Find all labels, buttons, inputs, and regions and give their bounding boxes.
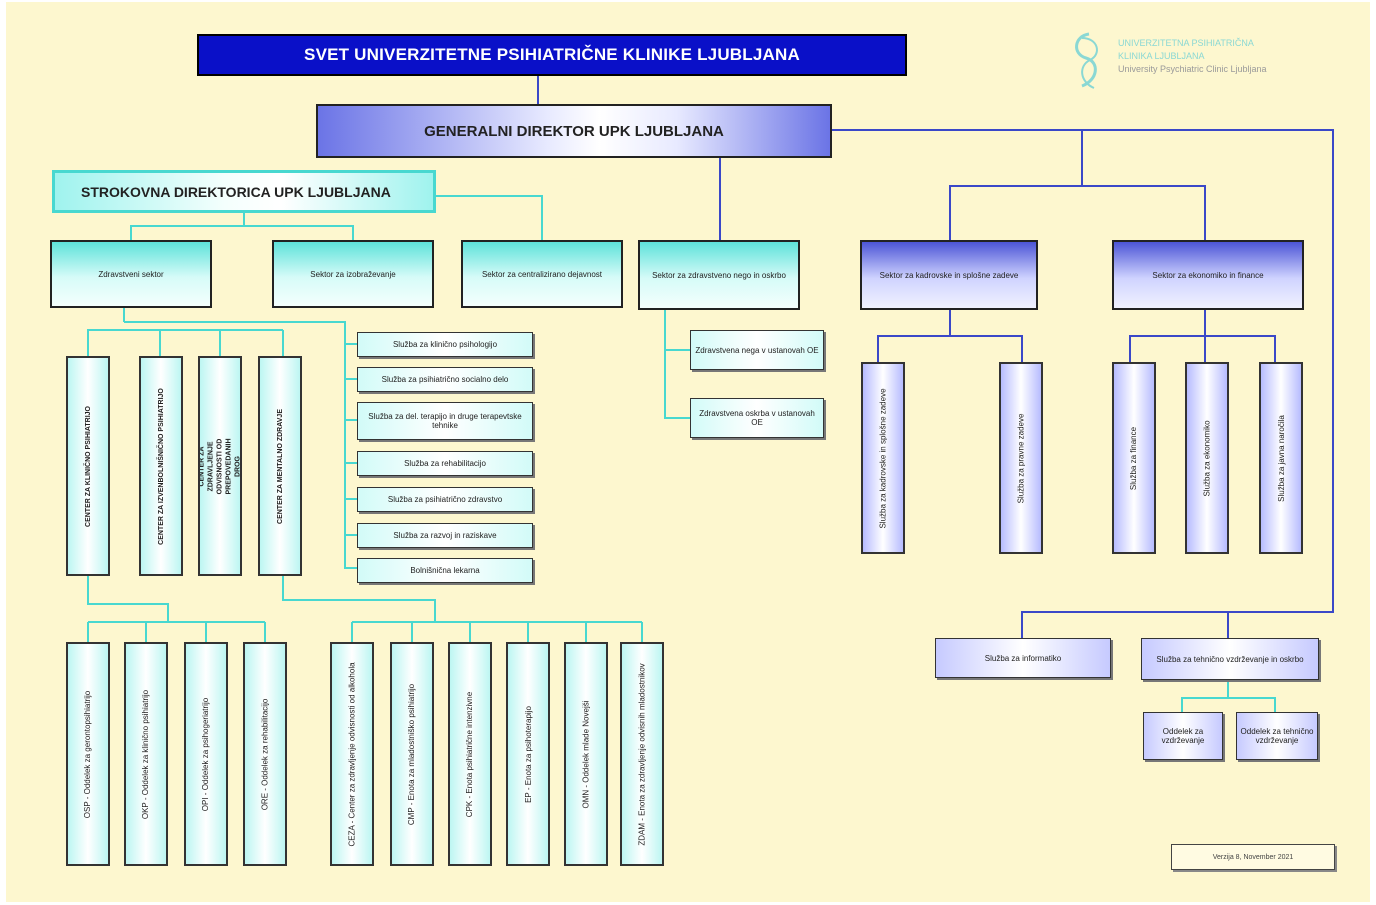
sector-nursing: Sektor za zdravstveno nego in oskrbo <box>638 240 800 310</box>
mental-unit-label: OMN - Oddelek mlade Novejši <box>581 699 591 809</box>
nursing-unit: Zdravstvena oskrba v ustanovah OE <box>690 398 824 438</box>
professional-director-box: STROKOVNA DIREKTORICA UPK LJUBLJANA <box>52 170 436 213</box>
economy-unit-label: Služba za ekonomiko <box>1202 419 1212 497</box>
center-label: CENTER ZA ZDRAVLJENJE ODVISNOSTI OD PREP… <box>198 437 242 495</box>
sector-economy: Sektor za ekonomiko in finance <box>1112 240 1304 310</box>
sector-education: Sektor za izobraževanje <box>272 240 434 308</box>
mental-unit: CEZA - Center za zdravljenje odvisnosti … <box>330 642 374 866</box>
council-title: SVET UNIVERZITETNE PSIHIATRIČNE KLINIKE … <box>197 34 907 76</box>
mental-unit: CPK - Enota psihiatrične intenzivne <box>448 642 492 866</box>
center-outpatient-psychiatry: CENTER ZA IZVENBOLNIŠNIČNO PSIHIATRIJO <box>139 356 183 576</box>
sector-health: Zdravstveni sektor <box>50 240 212 308</box>
maintenance-service: Služba za tehnično vzdrževanje in oskrbo <box>1141 638 1319 680</box>
mental-unit: ZDAM - Enota za zdravljenje odvisnih mla… <box>620 642 664 866</box>
service-item: Bolnišnična lekarna <box>357 558 533 583</box>
logo-line-1: UNIVERZITETNA PSIHIATRIČNA <box>1118 38 1254 48</box>
economy-unit: Služba za javna naročila <box>1259 362 1303 554</box>
hr-unit: Služba za pravne zadeve <box>999 362 1043 554</box>
logo-line-3: University Psychiatric Clinic Ljubljana <box>1118 64 1267 74</box>
clinic-unit: ORE - Oddelek za rehabilitacijo <box>243 642 287 866</box>
economy-unit-label: Služba za javna naročila <box>1276 414 1286 502</box>
mental-unit: EP - Enota za psihoterapijo <box>506 642 550 866</box>
nursing-unit: Zdravstvena nega v ustanovah OE <box>690 330 824 370</box>
clinic-unit: OPI - Oddelek za psihogeriatrijo <box>184 642 228 866</box>
mental-unit-label: CPK - Enota psihiatrične intenzivne <box>465 691 475 817</box>
mental-unit-label: EP - Enota za psihoterapijo <box>523 705 533 803</box>
service-item: Služba za psihiatrično zdravstvo <box>357 487 533 512</box>
economy-unit: Služba za finance <box>1112 362 1156 554</box>
service-item: Služba za del. terapijo in druge terapev… <box>357 402 533 440</box>
clinic-unit-label: OPI - Oddelek za psihogeriatrijo <box>201 697 211 811</box>
center-label: CENTER ZA KLINIČNO PSIHIATRIJO <box>84 405 92 527</box>
hr-unit-label: Služba za kadrovske in splošne zadeve <box>878 387 888 529</box>
hr-unit-label: Služba za pravne zadeve <box>1016 413 1026 503</box>
clinic-logo-text: UNIVERZITETNA PSIHIATRIČNA KLINIKA LJUBL… <box>1118 37 1267 76</box>
service-item: Služba za razvoj in raziskave <box>357 523 533 548</box>
version-note: Verzija 8, November 2021 <box>1171 844 1335 870</box>
center-label: CENTER ZA MENTALNO ZDRAVJE <box>276 408 284 524</box>
clinic-logo-icon <box>1075 32 1098 89</box>
economy-unit: Služba za ekonomiko <box>1185 362 1229 554</box>
center-addiction-treatment: CENTER ZA ZDRAVLJENJE ODVISNOSTI OD PREP… <box>198 356 242 576</box>
maintenance-sub-unit: Oddelek za tehnično vzdrževanje <box>1236 712 1318 760</box>
center-clinical-psychiatry: CENTER ZA KLINIČNO PSIHIATRIJO <box>66 356 110 576</box>
general-director-box: GENERALNI DIREKTOR UPK LJUBLJANA <box>316 104 832 158</box>
mental-unit-label: ZDAM - Enota za zdravljenje odvisnih mla… <box>637 662 647 846</box>
service-item: Služba za psihiatrično socialno delo <box>357 367 533 392</box>
clinic-unit: OKP - Oddelek za klinično psihiatrijo <box>124 642 168 866</box>
clinic-unit-label: OSP - Oddelek za gerontopsihiatrijo <box>83 690 93 818</box>
center-mental-health: CENTER ZA MENTALNO ZDRAVJE <box>258 356 302 576</box>
informatics-service: Služba za informatiko <box>935 638 1111 678</box>
mental-unit-label: CMP - Enota za mladostniško psihiatrijo <box>407 683 417 825</box>
economy-unit-label: Služba za finance <box>1129 426 1139 490</box>
clinic-unit: OSP - Oddelek za gerontopsihiatrijo <box>66 642 110 866</box>
service-item: Služba za rehabilitacijo <box>357 451 533 476</box>
maintenance-sub-unit: Oddelek za vzdrževanje <box>1143 712 1223 760</box>
service-item: Služba za klinično psihologijo <box>357 332 533 357</box>
center-label: CENTER ZA IZVENBOLNIŠNIČNO PSIHIATRIJO <box>157 387 165 545</box>
sector-centralized: Sektor za centralizirano dejavnost <box>461 240 623 308</box>
sector-hr: Sektor za kadrovske in splošne zadeve <box>860 240 1038 310</box>
clinic-unit-label: OKP - Oddelek za klinično psihiatrijo <box>141 689 151 819</box>
mental-unit-label: CEZA - Center za zdravljenje odvisnosti … <box>347 661 357 847</box>
logo-line-2: KLINIKA LJUBLJANA <box>1118 51 1205 61</box>
clinic-unit-label: ORE - Oddelek za rehabilitacijo <box>260 698 270 810</box>
mental-unit: OMN - Oddelek mlade Novejši <box>564 642 608 866</box>
hr-unit: Služba za kadrovske in splošne zadeve <box>861 362 905 554</box>
mental-unit: CMP - Enota za mladostniško psihiatrijo <box>390 642 434 866</box>
